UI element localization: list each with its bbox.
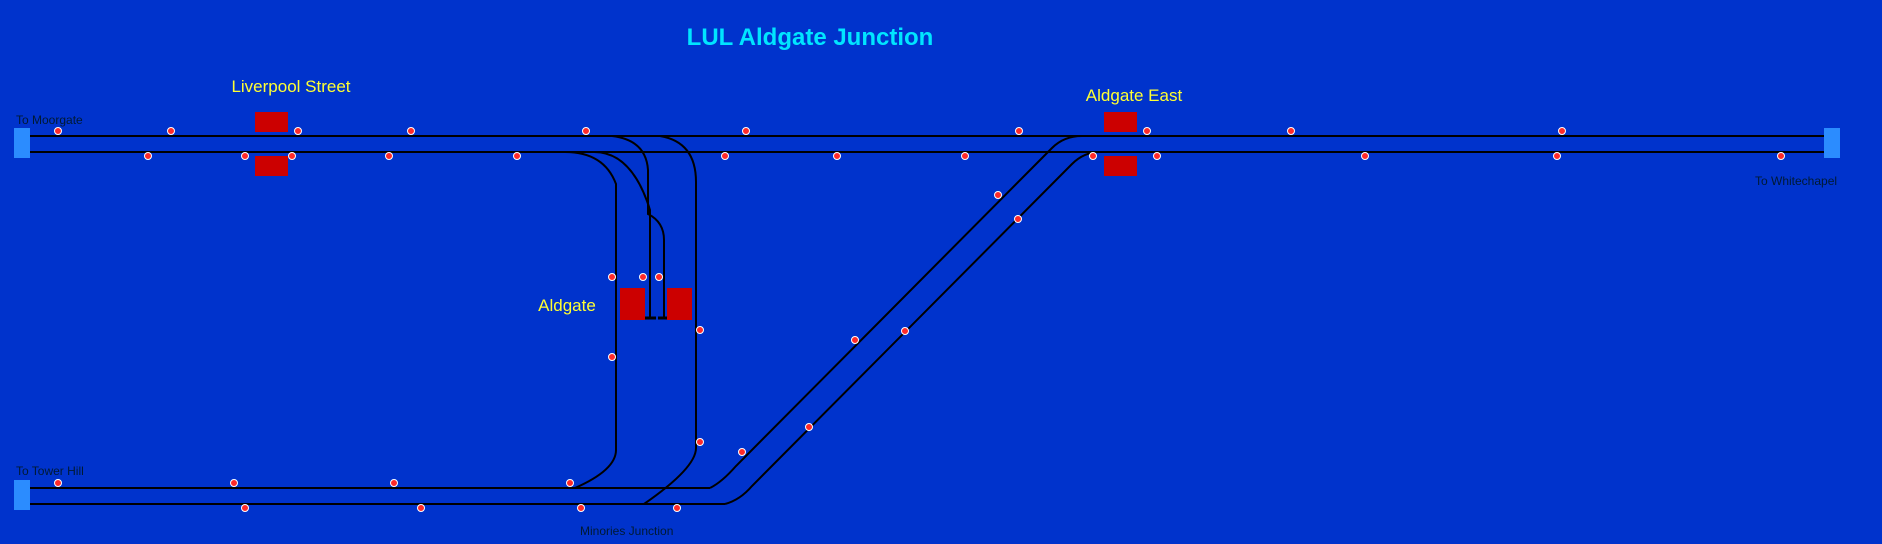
end-marker-moorgate — [14, 128, 30, 158]
signal[interactable] — [230, 479, 238, 487]
signal[interactable] — [1014, 215, 1022, 223]
signal[interactable] — [1153, 152, 1161, 160]
signal[interactable] — [961, 152, 969, 160]
track-curve-aldgate-platform-2 — [611, 135, 665, 318]
signal[interactable] — [696, 438, 704, 446]
signal[interactable] — [901, 327, 909, 335]
track-lines — [20, 135, 1832, 505]
signal[interactable] — [513, 152, 521, 160]
signal[interactable] — [390, 479, 398, 487]
signal[interactable] — [1287, 127, 1295, 135]
destination-label-whitechapel: To Whitechapel — [1755, 174, 1837, 188]
signal[interactable] — [742, 127, 750, 135]
platform-aldgate-west — [620, 288, 645, 320]
signal[interactable] — [241, 504, 249, 512]
track-curve-aldgate-west — [564, 151, 617, 489]
track-diagonal-lower — [724, 151, 1101, 505]
station-label-aldgate: Aldgate — [538, 296, 596, 315]
signal[interactable] — [805, 423, 813, 431]
signal[interactable] — [407, 127, 415, 135]
destination-label-minories-junction: Minories Junction — [580, 524, 673, 538]
signal[interactable] — [1015, 127, 1023, 135]
signal[interactable] — [994, 191, 1002, 199]
signal[interactable] — [167, 127, 175, 135]
signal[interactable] — [385, 152, 393, 160]
signals — [54, 127, 1785, 512]
signal[interactable] — [54, 479, 62, 487]
signal[interactable] — [696, 326, 704, 334]
track-end-markers — [14, 128, 1840, 510]
signal[interactable] — [1361, 152, 1369, 160]
platforms — [255, 112, 1137, 320]
signal[interactable] — [655, 273, 663, 281]
track-curve-aldgate-platform-1 — [593, 151, 651, 318]
signal[interactable] — [1143, 127, 1151, 135]
signal[interactable] — [417, 504, 425, 512]
signal[interactable] — [144, 152, 152, 160]
signal[interactable] — [639, 273, 647, 281]
signal[interactable] — [582, 127, 590, 135]
signal[interactable] — [1558, 127, 1566, 135]
signal[interactable] — [851, 336, 859, 344]
signal[interactable] — [288, 152, 296, 160]
signal[interactable] — [738, 448, 746, 456]
signal[interactable] — [1553, 152, 1561, 160]
signal[interactable] — [608, 353, 616, 361]
station-label-aldgate-east: Aldgate East — [1086, 86, 1183, 105]
end-marker-whitechapel — [1824, 128, 1840, 158]
signal[interactable] — [673, 504, 681, 512]
signal[interactable] — [294, 127, 302, 135]
signal[interactable] — [608, 273, 616, 281]
signal[interactable] — [833, 152, 841, 160]
destination-label-tower-hill: To Tower Hill — [16, 464, 84, 478]
signal[interactable] — [721, 152, 729, 160]
signal[interactable] — [577, 504, 585, 512]
platform-aldgate-east — [667, 288, 692, 320]
track-curve-aldgate-east — [643, 135, 697, 505]
signal[interactable] — [241, 152, 249, 160]
station-label-liverpool-street: Liverpool Street — [231, 77, 350, 96]
signal[interactable] — [1089, 152, 1097, 160]
platform-liverpool-street-north — [255, 112, 288, 132]
track-diagonal-upper — [709, 135, 1083, 489]
platform-liverpool-street-south — [255, 156, 288, 176]
signal[interactable] — [54, 127, 62, 135]
signal[interactable] — [566, 479, 574, 487]
signal[interactable] — [1777, 152, 1785, 160]
platform-aldgate-east-north — [1104, 112, 1137, 132]
platform-aldgate-east-south — [1104, 156, 1137, 176]
end-marker-tower-hill — [14, 480, 30, 510]
diagram-title: LUL Aldgate Junction — [687, 24, 934, 51]
destination-label-moorgate: To Moorgate — [16, 113, 83, 127]
